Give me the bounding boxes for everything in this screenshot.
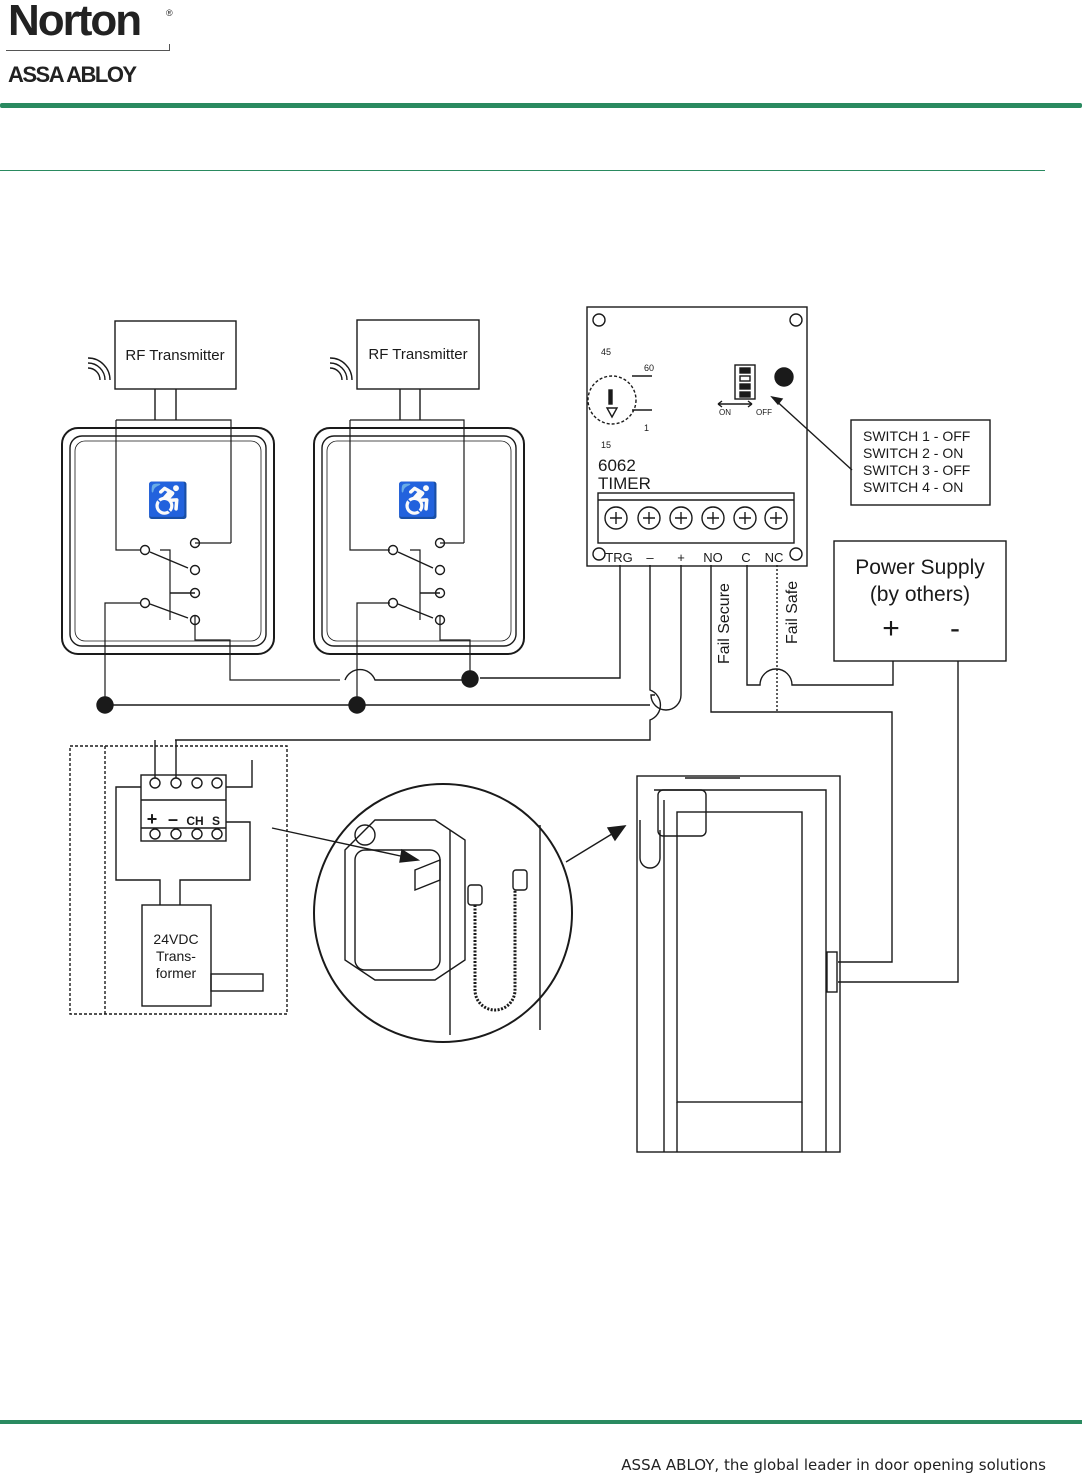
rf-transmitter-2 [329,319,480,390]
junction-3 [461,670,479,688]
power-supply-subtitle: (by others) [870,583,970,606]
wire-minus-supply [838,661,959,983]
terminal-plus: + [677,550,685,565]
accessibility-2-icon: ♿ [397,481,439,520]
rf-transmitter-1-label: RF Transmitter [125,347,224,364]
receiver-enclosure [69,745,288,1015]
transmitter-1-leads [154,389,177,420]
receiver-s-label: S [212,814,220,828]
switch-settings-pointer [771,396,853,471]
transmitter-2-leads [399,389,421,420]
fail-secure-label: Fail Secure [716,583,733,664]
transformer-plug [210,973,264,992]
timer-6062 [586,306,808,567]
wire-plus [105,565,682,711]
wire-trg [480,565,621,679]
footer-tagline: ASSA ABLOY, the global leader in door op… [621,1456,1046,1474]
dial-label-15: 15 [601,440,611,450]
rf-transmitter-2-box [356,319,480,390]
electric-strike-icon [826,951,838,993]
timer-dial-icon [587,375,637,425]
fail-safe-label: Fail Safe [784,581,801,644]
terminal-nc: NC [765,550,784,565]
junction-1 [96,696,114,714]
wire-fail-secure [710,565,893,963]
wire-minus [175,565,662,741]
accessibility-1-icon: ♿ [147,481,189,520]
timer-name: TIMER [598,474,651,493]
rf-transmitter-2-label: RF Transmitter [368,346,467,363]
strike-detail-inset [313,783,573,1043]
inset-pointer [271,827,406,858]
radio-waves-1-icon [87,357,111,381]
dial-label-60: 60 [644,363,654,373]
timer-model: 6062 [598,456,636,475]
switch-1-setting: SWITCH 1 - OFF [863,428,970,444]
logo-registered-mark: ® [166,8,173,18]
dip-switch-icon [734,364,756,400]
terminal-minus: – [646,550,654,565]
radio-waves-2-icon [329,357,353,381]
power-supply-title: Power Supply [855,556,985,579]
dip-off-label: OFF [756,408,772,417]
switch-2-setting: SWITCH 2 - ON [863,445,963,461]
logo-parent-name: ASSA ABLOY [8,62,137,87]
power-supply-plus: + [882,612,900,645]
dip-on-label: ON [719,408,731,417]
footer-bar [0,1420,1082,1424]
receiver-plus-label: + [147,809,158,829]
header-rule [0,170,1045,171]
door-operator-icon [657,789,707,837]
logo-rule [6,50,170,51]
wire-jumper [344,668,470,681]
terminal-c: C [741,550,750,565]
switch-4-setting: SWITCH 4 - ON [863,479,963,495]
receiver-ch-label: CH [186,814,203,828]
timer-terminal-screws [604,506,788,530]
transformer-box [141,904,212,1007]
door-frame [636,775,841,1153]
dial-label-45: 45 [601,347,611,357]
timer-led-icon [774,367,794,387]
power-supply-box [833,540,1007,662]
junction-2 [348,696,366,714]
push-plate-2 [313,427,525,655]
transformer-line-1: 24VDC [153,931,198,947]
logo-wordmark: Norton [8,0,142,45]
logo-rule-tick [169,44,170,51]
transformer-line-2: Trans- [156,948,196,964]
switch-settings-box [850,419,991,506]
receiver-minus-label: – [168,809,178,829]
wire-common [746,565,894,686]
header-bar [0,103,1082,108]
receiver-terminal-block [140,774,227,842]
terminal-trg: TRG [605,550,632,565]
power-supply-minus: - [950,612,960,645]
dial-label-1: 1 [644,423,649,433]
switch-3-setting: SWITCH 3 - OFF [863,462,970,478]
norton-logo: Norton ® ASSA ABLOY [6,0,176,90]
transformer-line-3: former [156,965,197,981]
push-plate-1 [61,427,275,655]
terminal-no: NO [703,550,723,565]
